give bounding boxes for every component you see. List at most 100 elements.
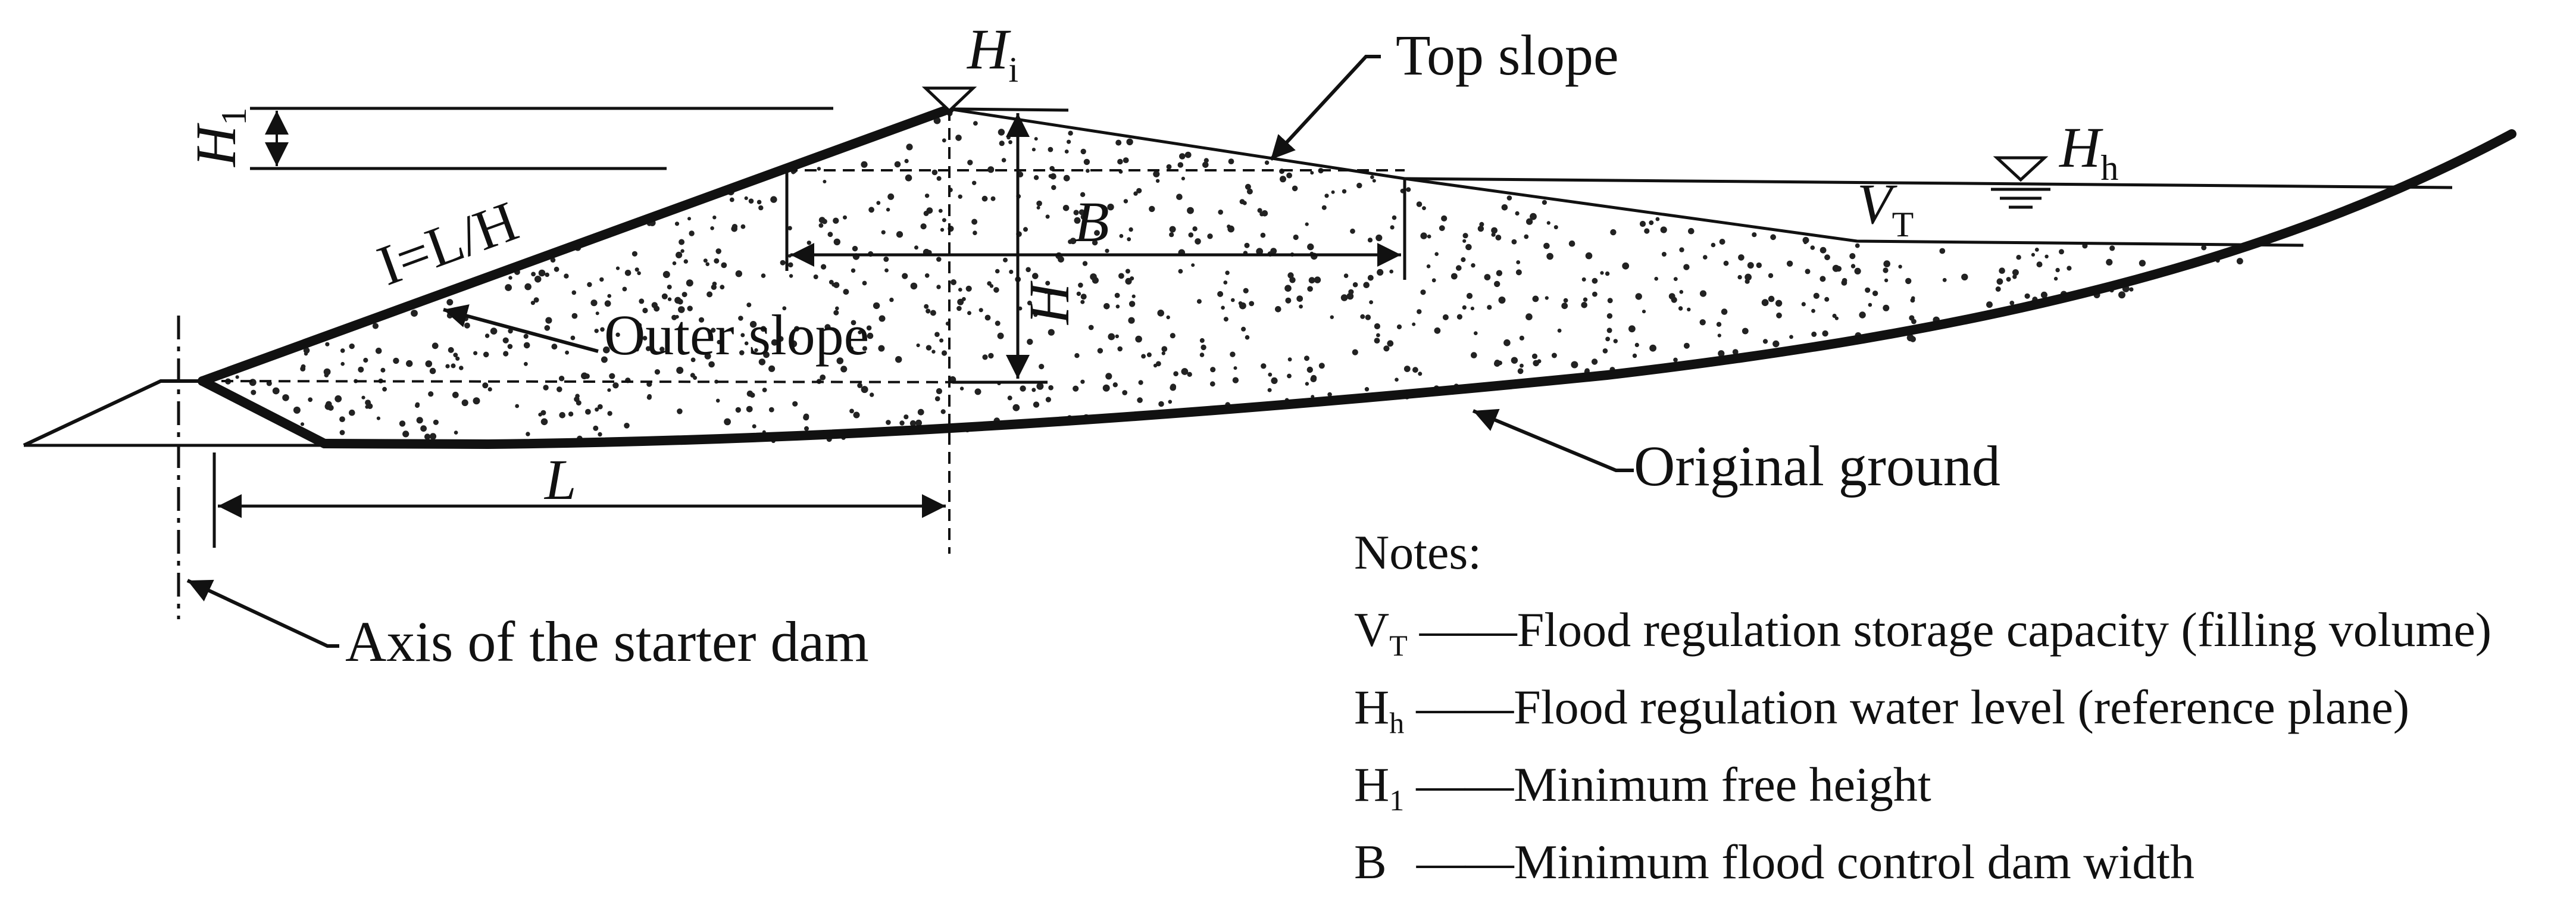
stipple-dot [671, 314, 677, 320]
stipple-dot [686, 279, 693, 287]
stipple-dot [1062, 205, 1070, 211]
stipple-dot [1649, 344, 1657, 352]
stipple-dot [711, 327, 716, 333]
stipple-dot [790, 340, 798, 348]
stipple-dot [1049, 290, 1054, 295]
stipple-dot [1161, 351, 1166, 355]
stipple-dot [1496, 270, 1503, 276]
stipple-dot [748, 198, 754, 204]
stipple-dot [1868, 302, 1872, 307]
stipple-dot [770, 196, 777, 203]
stipple-dot [879, 315, 886, 322]
stipple-dot [1605, 271, 1610, 276]
stipple-dot [988, 352, 994, 359]
stipple-dot [936, 176, 942, 181]
stipple-dot [1822, 330, 1828, 337]
stipple-dot [590, 299, 598, 307]
stipple-dot [1136, 188, 1142, 194]
stipple-dot [1581, 302, 1587, 308]
stipple-dot [339, 416, 345, 422]
stipple-dot [524, 283, 532, 291]
crest-level-triangle-icon [921, 86, 977, 113]
stipple-dot [1471, 352, 1477, 358]
stipple-dot [1905, 277, 1912, 285]
notes-title: Notes: [1354, 525, 1481, 579]
stipple-dot [1939, 248, 1946, 254]
stipple-dot [1173, 371, 1178, 376]
stipple-dot [1137, 397, 1143, 403]
stipple-dot [1292, 185, 1298, 192]
stipple-dot [637, 323, 642, 328]
stipple-dot [1033, 313, 1038, 317]
stipple-dot [554, 266, 559, 272]
top-slope-label: Top slope [1396, 23, 1619, 87]
stipple-dot [878, 345, 885, 352]
stipple-dot [487, 387, 492, 392]
stipple-dot [622, 286, 627, 292]
stipple-dot [1048, 146, 1053, 152]
stipple-dot [1078, 209, 1085, 216]
stipple-dot [1465, 244, 1472, 251]
stipple-dot [1688, 227, 1695, 235]
stipple-dot [1238, 301, 1243, 305]
stipple-dot [1327, 392, 1332, 397]
stipple-dot [1107, 204, 1114, 211]
stipple-dot [1456, 265, 1462, 271]
stipple-dot [505, 284, 512, 291]
stipple-dot [958, 288, 962, 292]
stipple-dot [1995, 286, 2001, 292]
stipple-dot [571, 290, 577, 295]
stipple-dot [473, 351, 478, 355]
stipple-dot [1223, 280, 1228, 285]
stipple-dot [502, 337, 509, 344]
stipple-dot [382, 386, 387, 392]
stipple-dot [1063, 174, 1070, 182]
stipple-dot [1032, 273, 1039, 279]
stipple-dot [758, 358, 766, 366]
stipple-dot [886, 207, 890, 212]
stipple-dot [1050, 173, 1056, 180]
stipple-dot [1178, 269, 1183, 274]
stipple-dot [1441, 215, 1448, 221]
stipple-dot [1260, 232, 1266, 238]
stipple-dot [1884, 278, 1889, 283]
stipple-dot [1094, 230, 1100, 236]
stipple-dot [1166, 164, 1172, 170]
stipple-dot [746, 302, 752, 308]
water-level-triangle-icon [1991, 156, 2050, 209]
stipple-dot [1515, 211, 1520, 216]
stipple-dot [1420, 289, 1426, 295]
stipple-dot [1820, 246, 1827, 254]
stipple-dot [1600, 271, 1604, 275]
stipple-dot [1352, 349, 1358, 355]
stipple-dot [989, 284, 994, 288]
stipple-dot [1515, 269, 1522, 276]
stipple-dot [1511, 357, 1518, 364]
stipple-dot [1076, 291, 1081, 297]
stipple-dot [402, 430, 409, 438]
stipple-dot [1203, 158, 1209, 163]
stipple-dot [999, 141, 1005, 146]
stipple-dot [1484, 274, 1491, 280]
stipple-dot [2055, 267, 2060, 273]
stipple-dot [821, 219, 827, 224]
stipple-dot [1196, 299, 1202, 304]
stipple-dot [1078, 282, 1083, 288]
stipple-dot [1532, 295, 1539, 302]
stipple-dot [1622, 262, 1630, 270]
stipple-dot [645, 346, 651, 351]
stipple-dot [1745, 279, 1750, 284]
stipple-dot [735, 407, 742, 413]
stipple-dot [1642, 310, 1646, 314]
stipple-dot [2009, 301, 2015, 305]
stipple-dot [930, 310, 936, 316]
stipple-dot [455, 356, 460, 361]
stipple-dot [1546, 221, 1550, 225]
stipple-dot [1363, 282, 1370, 289]
stipple-dot [1711, 242, 1716, 248]
stipple-dot [883, 256, 889, 262]
stipple-dot [634, 267, 639, 272]
stipple-dot [594, 329, 599, 333]
stipple-dot [453, 352, 458, 358]
stipple-dot [1563, 298, 1568, 303]
